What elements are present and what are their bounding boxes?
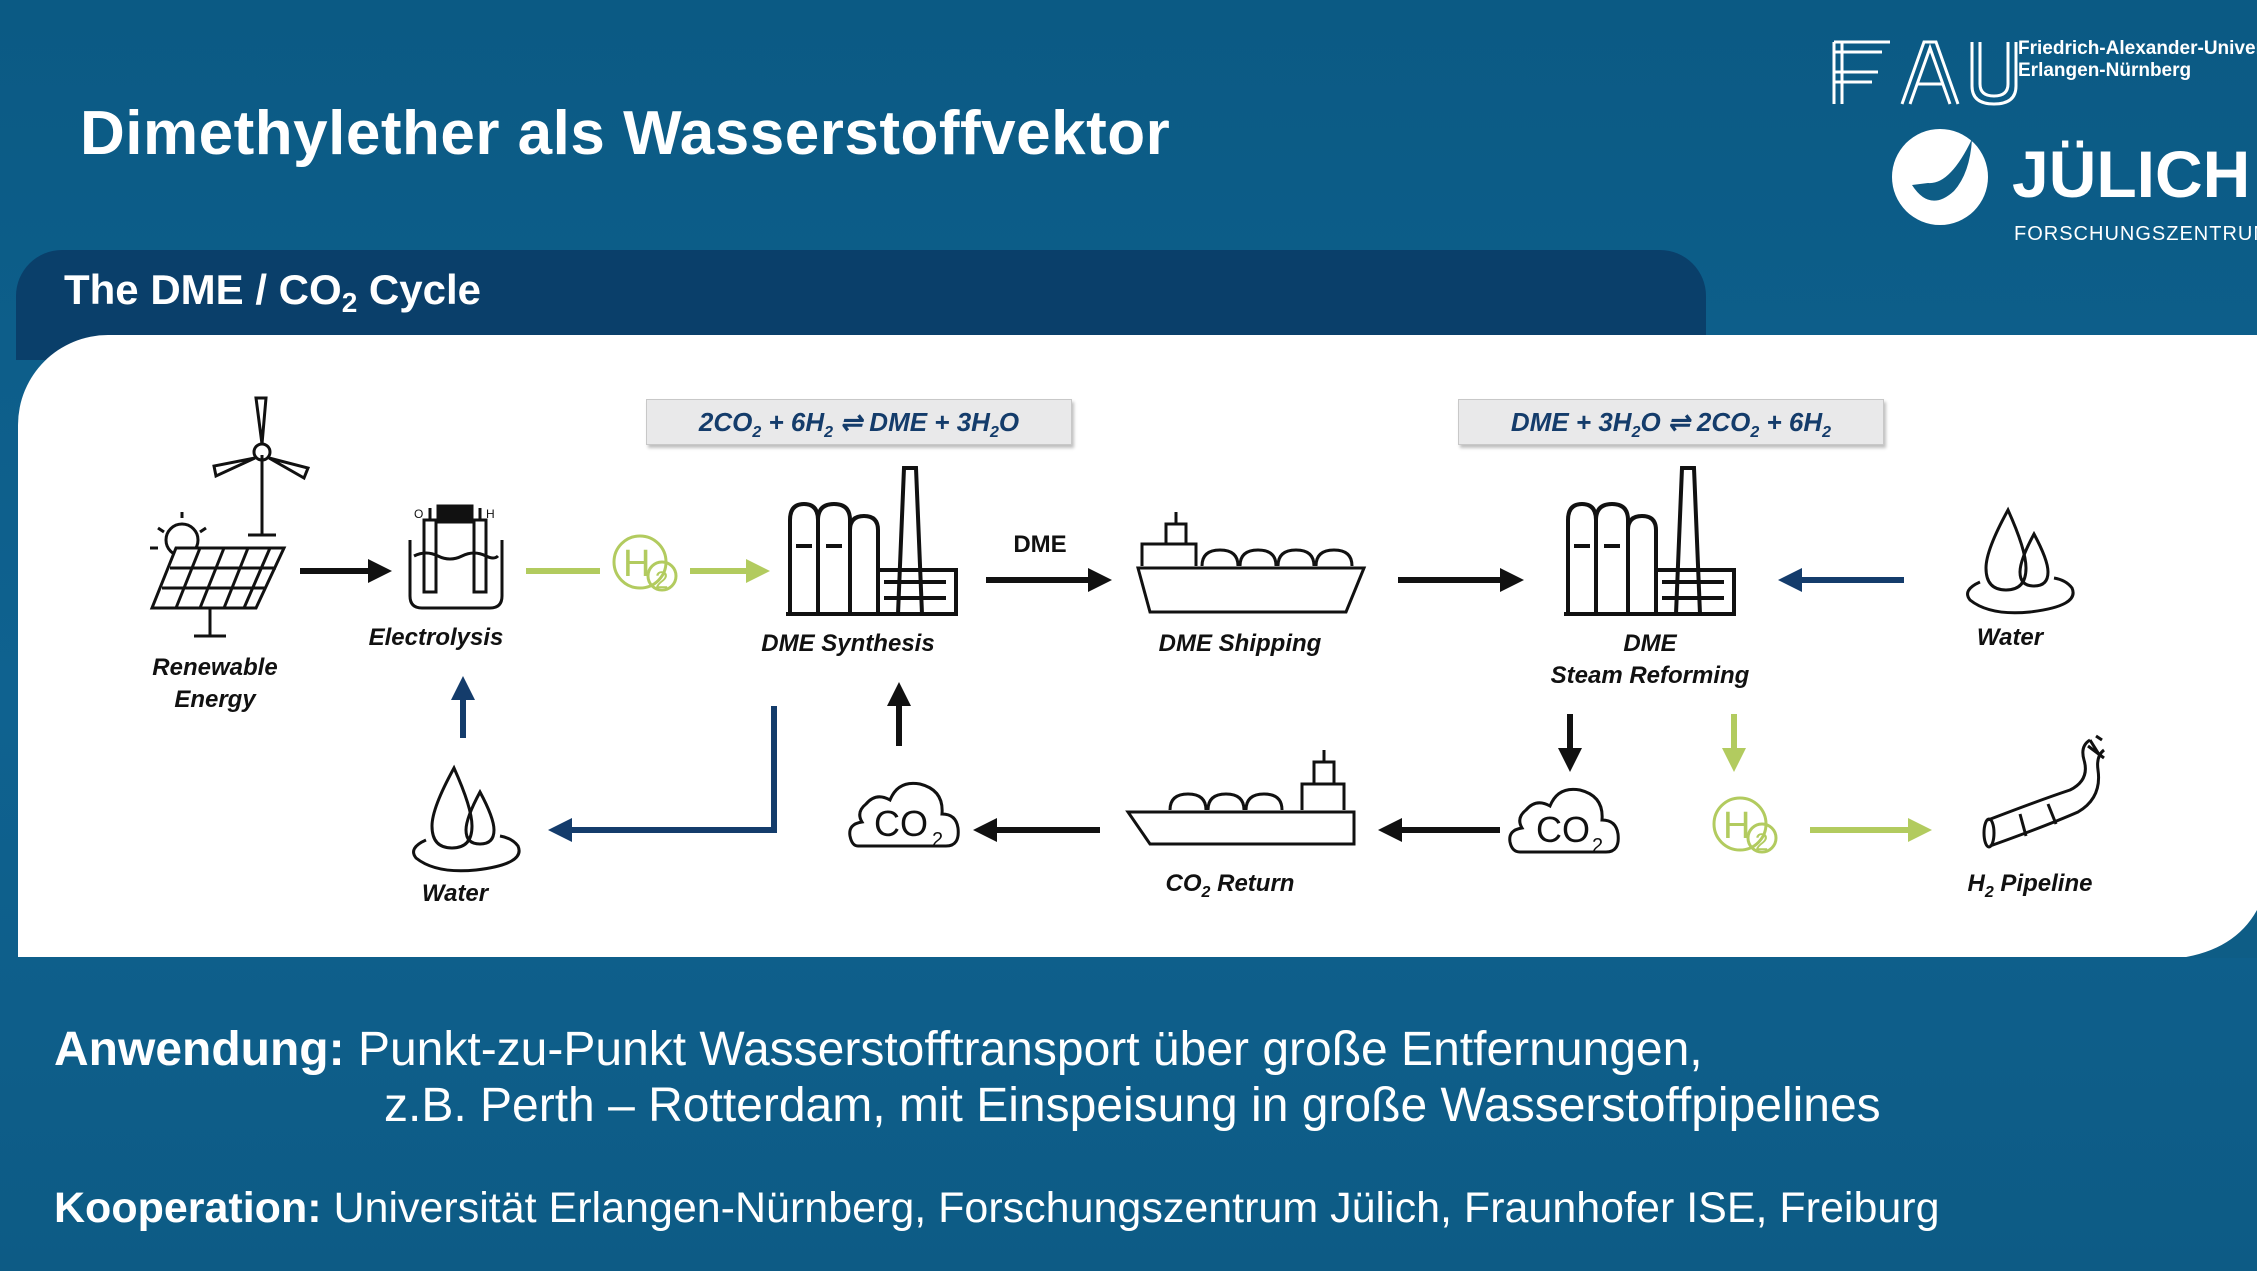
electrolysis-o2-label: O [414, 507, 423, 521]
h2-pipeline-icon [1982, 734, 2105, 849]
equation-synthesis: 2CO2 + 6H2 ⇌ DME + 3H2O [646, 399, 1072, 445]
label-dme-synthesis: DME Synthesis [761, 630, 935, 657]
cooperation-line: Kooperation: Universität Erlangen-Nürnbe… [54, 1184, 1940, 1233]
juelich-wordmark: JÜLICH [2012, 137, 2250, 211]
label-reforming-line2: Steam Reforming [1550, 662, 1750, 689]
co2-cloud-left-icon [848, 781, 960, 848]
label-water-left: Water [421, 880, 489, 907]
co2-return-ship-icon [1125, 750, 1356, 846]
application-text-line1: Punkt-zu-Punkt Wasserstofftransport über… [344, 1023, 1703, 1076]
label-h2-pipeline-suffix: Pipeline [1993, 870, 2093, 897]
electrolysis-icon: O H [408, 504, 504, 610]
label-reforming-line1: DME [1623, 630, 1677, 657]
co2-cloud-left-label: CO [874, 803, 928, 844]
arrow-synthesis-to-water [548, 706, 777, 842]
eq-ref-part: O ⇌ 2CO [1640, 407, 1751, 437]
label-h2-pipeline: H2 Pipeline [1950, 870, 2110, 902]
cooperation-text: Universität Erlangen-Nürnberg, Forschung… [321, 1184, 1940, 1232]
h2-bubble-top-sub: 2 [655, 567, 668, 594]
eq-syn-sub: 2 [752, 424, 762, 442]
h2-bubble-bottom-sub: 2 [1755, 829, 1768, 856]
fau-name-line1: Friedrich-Alexander-Univers [2018, 38, 2257, 59]
h2-bubble-top [612, 534, 678, 592]
h2-bubble-top-label: H [623, 543, 650, 585]
eq-syn-sub: 2 [824, 424, 834, 442]
co2-cloud-right-sub: 2 [1592, 835, 1603, 857]
panel-corner-curve [2060, 910, 2257, 958]
label-renewable-energy: Renewable Energy [140, 654, 290, 714]
co2-cloud-right-icon [1508, 787, 1620, 854]
dme-synthesis-factory-icon [786, 466, 958, 616]
juelich-subtitle: FORSCHUNGSZENTRUM [2014, 223, 2257, 245]
section-title: The DME / CO2 Cycle [64, 266, 481, 319]
dme-reforming-factory-icon [1564, 466, 1736, 616]
eq-ref-sub: 2 [1750, 424, 1760, 442]
label-dme-steam-reforming: DME Steam Reforming [1530, 630, 1770, 690]
label-electrolysis: Electrolysis [368, 624, 504, 651]
label-co2-return: CO2 Return [1140, 870, 1320, 902]
eq-syn-part: + 6H [761, 407, 825, 437]
cooperation-label: Kooperation: [54, 1184, 322, 1232]
eq-ref-part: DME + 3H [1510, 407, 1632, 437]
label-co2-return-sub: 2 [1201, 883, 1211, 901]
eq-syn-sub: 2 [989, 424, 999, 442]
section-title-sub: 2 [341, 287, 358, 318]
label-h2-pipeline-prefix: H [1967, 870, 1985, 897]
label-h2-pipeline-sub: 2 [1984, 883, 1994, 901]
label-co2-return-suffix: Return [1210, 870, 1295, 897]
label-renewable-line2: Energy [174, 686, 256, 713]
equation-reforming: DME + 3H2O ⇌ 2CO2 + 6H2 [1458, 399, 1884, 445]
label-renewable-line1: Renewable [152, 654, 278, 681]
water-drop-left-icon [412, 764, 521, 873]
eq-ref-sub: 2 [1822, 424, 1832, 442]
co2-cloud-left-sub: 2 [932, 829, 943, 851]
renewable-energy-icon [149, 396, 311, 638]
h2-bubble-bottom [1712, 796, 1778, 854]
eq-ref-sub: 2 [1631, 424, 1641, 442]
application-text-line2: z.B. Perth – Rotterdam, mit Einspeisung … [384, 1079, 1881, 1132]
section-title-suffix: Cycle [357, 266, 482, 313]
slide-title: Dimethylether als Wasserstoffvektor [80, 99, 1171, 168]
water-drop-right-icon [1966, 506, 2075, 615]
eq-ref-part: + 6H [1759, 407, 1823, 437]
dme-shipping-icon [1136, 512, 1367, 614]
fau-university-name: Friedrich-Alexander-Univers Erlangen-Nür… [2018, 38, 2257, 82]
eq-syn-part: 2CO [698, 407, 753, 437]
label-arrow-dme: DME [1013, 531, 1067, 558]
co2-cloud-right-label: CO [1536, 809, 1590, 850]
label-co2-return-prefix: CO [1165, 870, 1202, 897]
fau-name-line2: Erlangen-Nürnberg [2018, 60, 2192, 81]
label-water-right: Water [1976, 624, 2044, 651]
section-title-prefix: The DME / CO [64, 266, 342, 313]
label-dme-shipping: DME Shipping [1158, 630, 1322, 657]
h2-bubble-bottom-label: H [1723, 805, 1750, 847]
application-line1: Anwendung: Punkt-zu-Punkt Wasserstofftra… [54, 1022, 1703, 1077]
electrolysis-h2-label: H [486, 507, 495, 521]
eq-syn-part: ⇌ DME + 3H [833, 407, 990, 437]
application-label: Anwendung: [54, 1023, 345, 1076]
eq-syn-part: O [998, 407, 1020, 437]
juelich-logo: JÜLICH FORSCHUNGSZENTRUM [1892, 129, 2257, 245]
fau-logo [1832, 40, 2018, 106]
